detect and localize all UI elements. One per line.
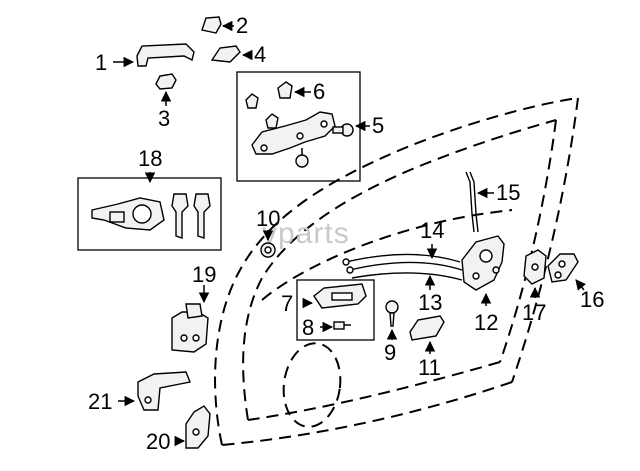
callout-4: 4	[254, 42, 266, 67]
handle-frame-part	[251, 111, 336, 155]
callout-3: 3	[158, 106, 170, 131]
callout-2: 2	[236, 13, 248, 38]
callout-12: 12	[474, 310, 498, 335]
grommet-part[interactable]: 10	[256, 206, 280, 258]
lower-hinge-part[interactable]: 20	[146, 405, 211, 454]
key-icon	[171, 193, 211, 239]
outside-handle-part[interactable]: 1	[95, 43, 195, 75]
callout-19: 19	[192, 262, 216, 287]
striker-part[interactable]: 16	[547, 253, 604, 312]
upper-hinge-part[interactable]: 19	[171, 262, 216, 353]
bolt-part	[295, 123, 354, 168]
callout-10: 10	[256, 206, 280, 231]
handle-frame-assembly-box[interactable]: 5	[236, 71, 384, 182]
callout-9: 9	[384, 340, 396, 365]
handle-cover-part[interactable]: 4	[210, 42, 266, 67]
callout-17: 17	[522, 300, 546, 325]
callout-18: 18	[138, 146, 162, 171]
handle-pad-part[interactable]: 3	[155, 73, 177, 131]
door-outline	[214, 97, 579, 446]
callout-1: 1	[95, 50, 107, 75]
callout-5: 5	[372, 113, 384, 138]
callout-13: 13	[418, 290, 442, 315]
inside-handle-assembly-box[interactable]: 7 8	[281, 279, 375, 341]
callout-20: 20	[146, 429, 170, 454]
screw-9-part[interactable]: 9	[384, 300, 399, 365]
small-clip-part[interactable]: 6	[277, 79, 325, 104]
door-check-part[interactable]: 21	[88, 371, 191, 414]
callout-8: 8	[302, 315, 314, 340]
callout-21: 21	[88, 389, 112, 414]
handle-cap-part[interactable]: 2	[201, 13, 248, 38]
inside-handle-part	[313, 283, 367, 309]
watermark-text: vparts	[262, 217, 350, 250]
callout-15: 15	[496, 180, 520, 205]
callout-14: 14	[420, 218, 444, 243]
lock-cylinder-set-box[interactable]: 18	[77, 146, 222, 251]
callout-7: 7	[281, 291, 293, 316]
striker-plate-part[interactable]: 17	[522, 249, 547, 325]
screw-part	[333, 321, 351, 330]
door-lock-actuator-part[interactable]: 12	[461, 235, 505, 335]
cable-parts[interactable]: 14 13	[342, 218, 463, 315]
lock-cylinder-part	[91, 197, 165, 231]
inside-pad-part[interactable]: 11	[409, 315, 445, 380]
lock-rod-part[interactable]: 15	[465, 171, 520, 233]
callout-16: 16	[580, 287, 604, 312]
clip-part	[245, 93, 279, 129]
callout-6: 6	[313, 79, 325, 104]
callout-11: 11	[418, 355, 441, 380]
